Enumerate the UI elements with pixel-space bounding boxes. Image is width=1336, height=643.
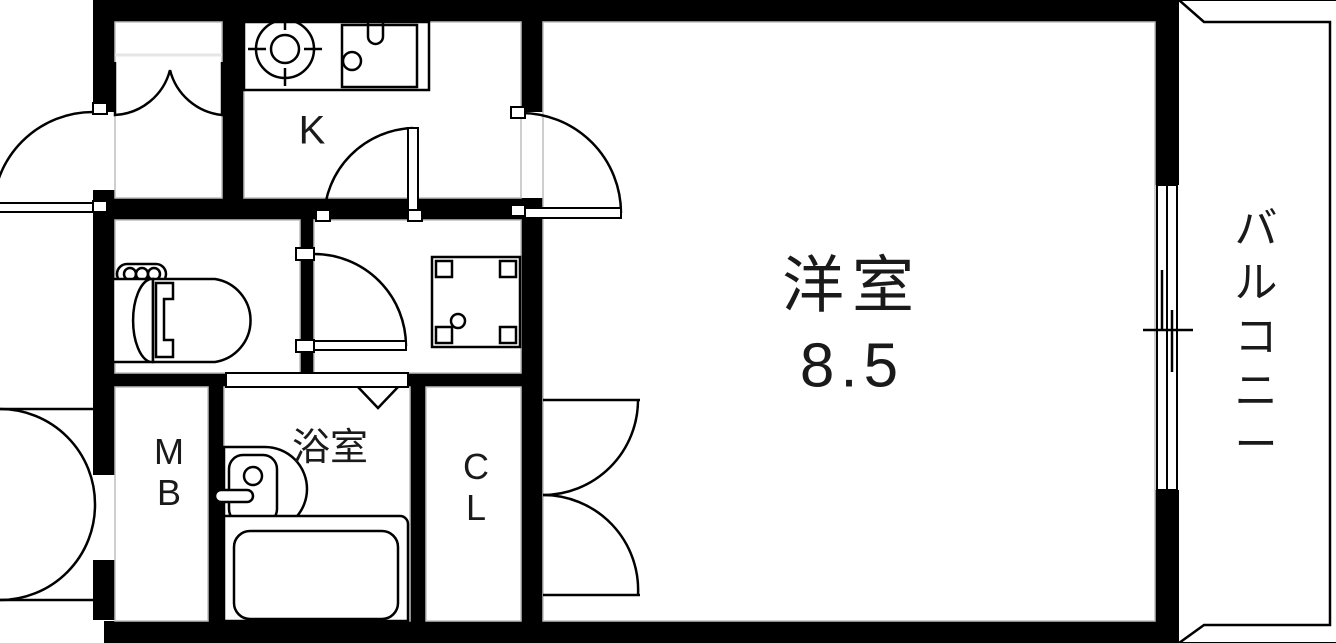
balcony-label-char-2: コ — [1235, 313, 1278, 361]
washing-machine-pan-icon — [430, 255, 522, 349]
balcony-label-char-4: ー — [1235, 421, 1278, 469]
closet-doors[interactable] — [542, 398, 640, 597]
main-room-label: 洋室 — [782, 251, 922, 320]
closet-label: CL — [455, 446, 496, 528]
kitchen-counter — [242, 20, 431, 92]
toilet-door[interactable] — [295, 247, 408, 353]
bathroom-label: 浴室 — [292, 427, 368, 469]
main-room-size: 8.5 — [800, 331, 904, 400]
toilet-icon — [111, 262, 252, 364]
stove-burner-icon — [248, 12, 322, 86]
vanity-sink-icon — [213, 445, 309, 533]
kitchen-label: K — [299, 109, 326, 153]
kitchen-sink-icon — [340, 8, 419, 89]
balcony-label: バ ル コ ニ ー — [1235, 205, 1278, 469]
main-room-door[interactable] — [510, 106, 623, 219]
balcony-sliding-door[interactable] — [1143, 184, 1193, 491]
balcony-label-char-3: ニ — [1235, 367, 1278, 415]
balcony-label-char-0: バ — [1235, 205, 1278, 253]
entrance-door[interactable] — [0, 102, 108, 213]
balcony-label-char-1: ル — [1235, 259, 1278, 307]
balcony-area — [1178, 0, 1336, 643]
bathtub-icon — [222, 514, 410, 623]
meter-box-doors[interactable] — [0, 407, 97, 602]
structural-walls — [93, 0, 1179, 643]
meter-box-label-line1: MB — [148, 431, 189, 513]
kitchen-hall-door[interactable] — [315, 126, 423, 222]
shoe-cabinet-doors[interactable] — [113, 53, 224, 117]
bathroom-door[interactable] — [225, 372, 409, 410]
